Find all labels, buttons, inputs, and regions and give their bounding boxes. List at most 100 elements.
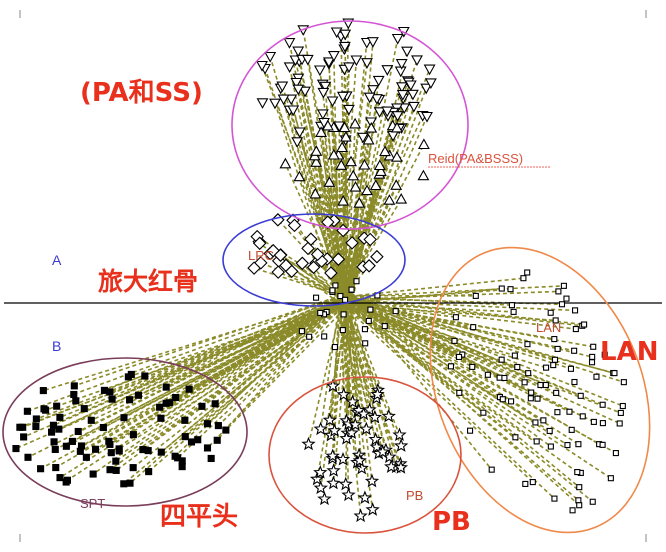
triangle-marker: [362, 133, 375, 145]
inverted-triangle-marker: [256, 98, 269, 109]
inverted-triangle-marker: [269, 98, 281, 110]
loading-line: [341, 295, 572, 370]
loading-line: [345, 285, 564, 298]
loading-line: [339, 288, 511, 304]
filled-square-marker: [181, 433, 189, 441]
inverted-triangle-marker: [285, 94, 298, 106]
inverted-triangle-marker: [301, 54, 314, 66]
ellipse-lan: [429, 246, 651, 534]
open-square-marker: [507, 286, 514, 293]
inverted-triangle-marker: [276, 81, 289, 93]
inverted-triangle-marker: [350, 55, 363, 67]
star-marker: [393, 460, 409, 474]
open-square-marker: [353, 278, 360, 285]
triangle-marker: [349, 117, 362, 129]
loading-line: [319, 300, 341, 430]
loading-line: [108, 299, 352, 443]
loading-line: [337, 297, 402, 468]
star-marker: [313, 465, 328, 479]
diamond-marker: [304, 232, 318, 246]
loading-line: [115, 302, 340, 472]
diamond-marker: [310, 247, 325, 262]
loading-line: [340, 198, 402, 301]
open-square-marker: [571, 378, 578, 386]
filled-square-marker: [32, 422, 40, 431]
loading-line: [132, 294, 351, 469]
open-square-marker: [499, 396, 506, 403]
loading-line: [333, 154, 346, 296]
filled-square-marker: [120, 414, 128, 422]
triangle-marker: [323, 176, 336, 187]
loading-line: [342, 297, 387, 451]
open-square-marker: [512, 434, 519, 441]
diamond-marker: [287, 218, 302, 233]
open-square-marker: [547, 443, 554, 450]
inverted-triangle-marker: [342, 104, 355, 116]
star-marker: [381, 408, 396, 423]
filled-square-marker: [156, 403, 164, 411]
loading-line: [293, 224, 350, 305]
open-square-marker: [569, 507, 576, 514]
diamond-marker: [254, 256, 268, 270]
inverted-triangle-marker: [330, 27, 343, 39]
filled-square-marker: [157, 414, 165, 422]
loading-line: [118, 304, 350, 450]
open-square-marker: [619, 402, 626, 410]
loading-line: [280, 254, 349, 299]
open-square-marker: [337, 292, 344, 300]
diamond-marker: [345, 236, 359, 250]
open-square-marker: [576, 484, 583, 491]
open-square-marker: [508, 302, 516, 309]
star-marker: [353, 508, 368, 523]
filled-square-marker: [100, 386, 108, 394]
loading-line: [339, 296, 348, 439]
triangle-marker: [310, 145, 323, 156]
filled-square-marker: [62, 478, 70, 486]
open-square-marker: [574, 469, 581, 476]
loading-line: [169, 303, 349, 404]
open-square-marker: [529, 479, 536, 486]
inverted-triangle-marker: [333, 121, 346, 133]
triangle-marker: [361, 184, 373, 196]
open-square-marker: [532, 419, 539, 426]
loading-line: [314, 193, 350, 305]
star-marker: [341, 416, 356, 431]
filled-square-marker: [49, 421, 57, 429]
loading-line: [333, 303, 349, 431]
filled-square-marker: [129, 431, 137, 439]
filled-square-marker: [89, 470, 97, 478]
filled-square-marker: [42, 406, 50, 414]
filled-square-marker: [19, 423, 27, 431]
star-marker: [393, 438, 409, 452]
open-square-marker: [525, 370, 532, 377]
star-marker: [313, 421, 328, 436]
open-square-marker: [568, 426, 575, 433]
loading-line: [346, 116, 428, 300]
filled-square-marker: [127, 370, 135, 378]
loading-line: [320, 260, 350, 296]
loading-line: [346, 301, 555, 340]
open-square-marker: [452, 314, 459, 321]
open-square-marker: [362, 340, 369, 347]
loading-line: [348, 299, 373, 482]
triangle-marker: [315, 126, 328, 137]
open-square-marker: [306, 333, 313, 340]
loading-line: [344, 297, 583, 327]
loading-line: [343, 295, 401, 436]
inverted-triangle-marker: [381, 106, 394, 118]
inverted-triangle-marker: [404, 80, 417, 92]
star-marker: [341, 487, 356, 502]
filled-square-marker: [112, 457, 120, 465]
inverted-triangle-marker: [339, 29, 352, 41]
loading-line: [337, 300, 365, 415]
filled-square-marker: [198, 402, 206, 410]
open-square-marker: [451, 337, 458, 344]
open-square-marker: [552, 317, 559, 324]
star-marker: [352, 453, 367, 467]
star-marker: [359, 421, 374, 436]
outer-label-lrc: 旅大红骨: [98, 267, 198, 296]
inverted-triangle-marker: [338, 41, 351, 53]
open-square-marker: [581, 321, 588, 328]
label-reid: Reid(PA&BSSS): [428, 151, 523, 166]
inverted-triangle-marker: [406, 89, 419, 101]
